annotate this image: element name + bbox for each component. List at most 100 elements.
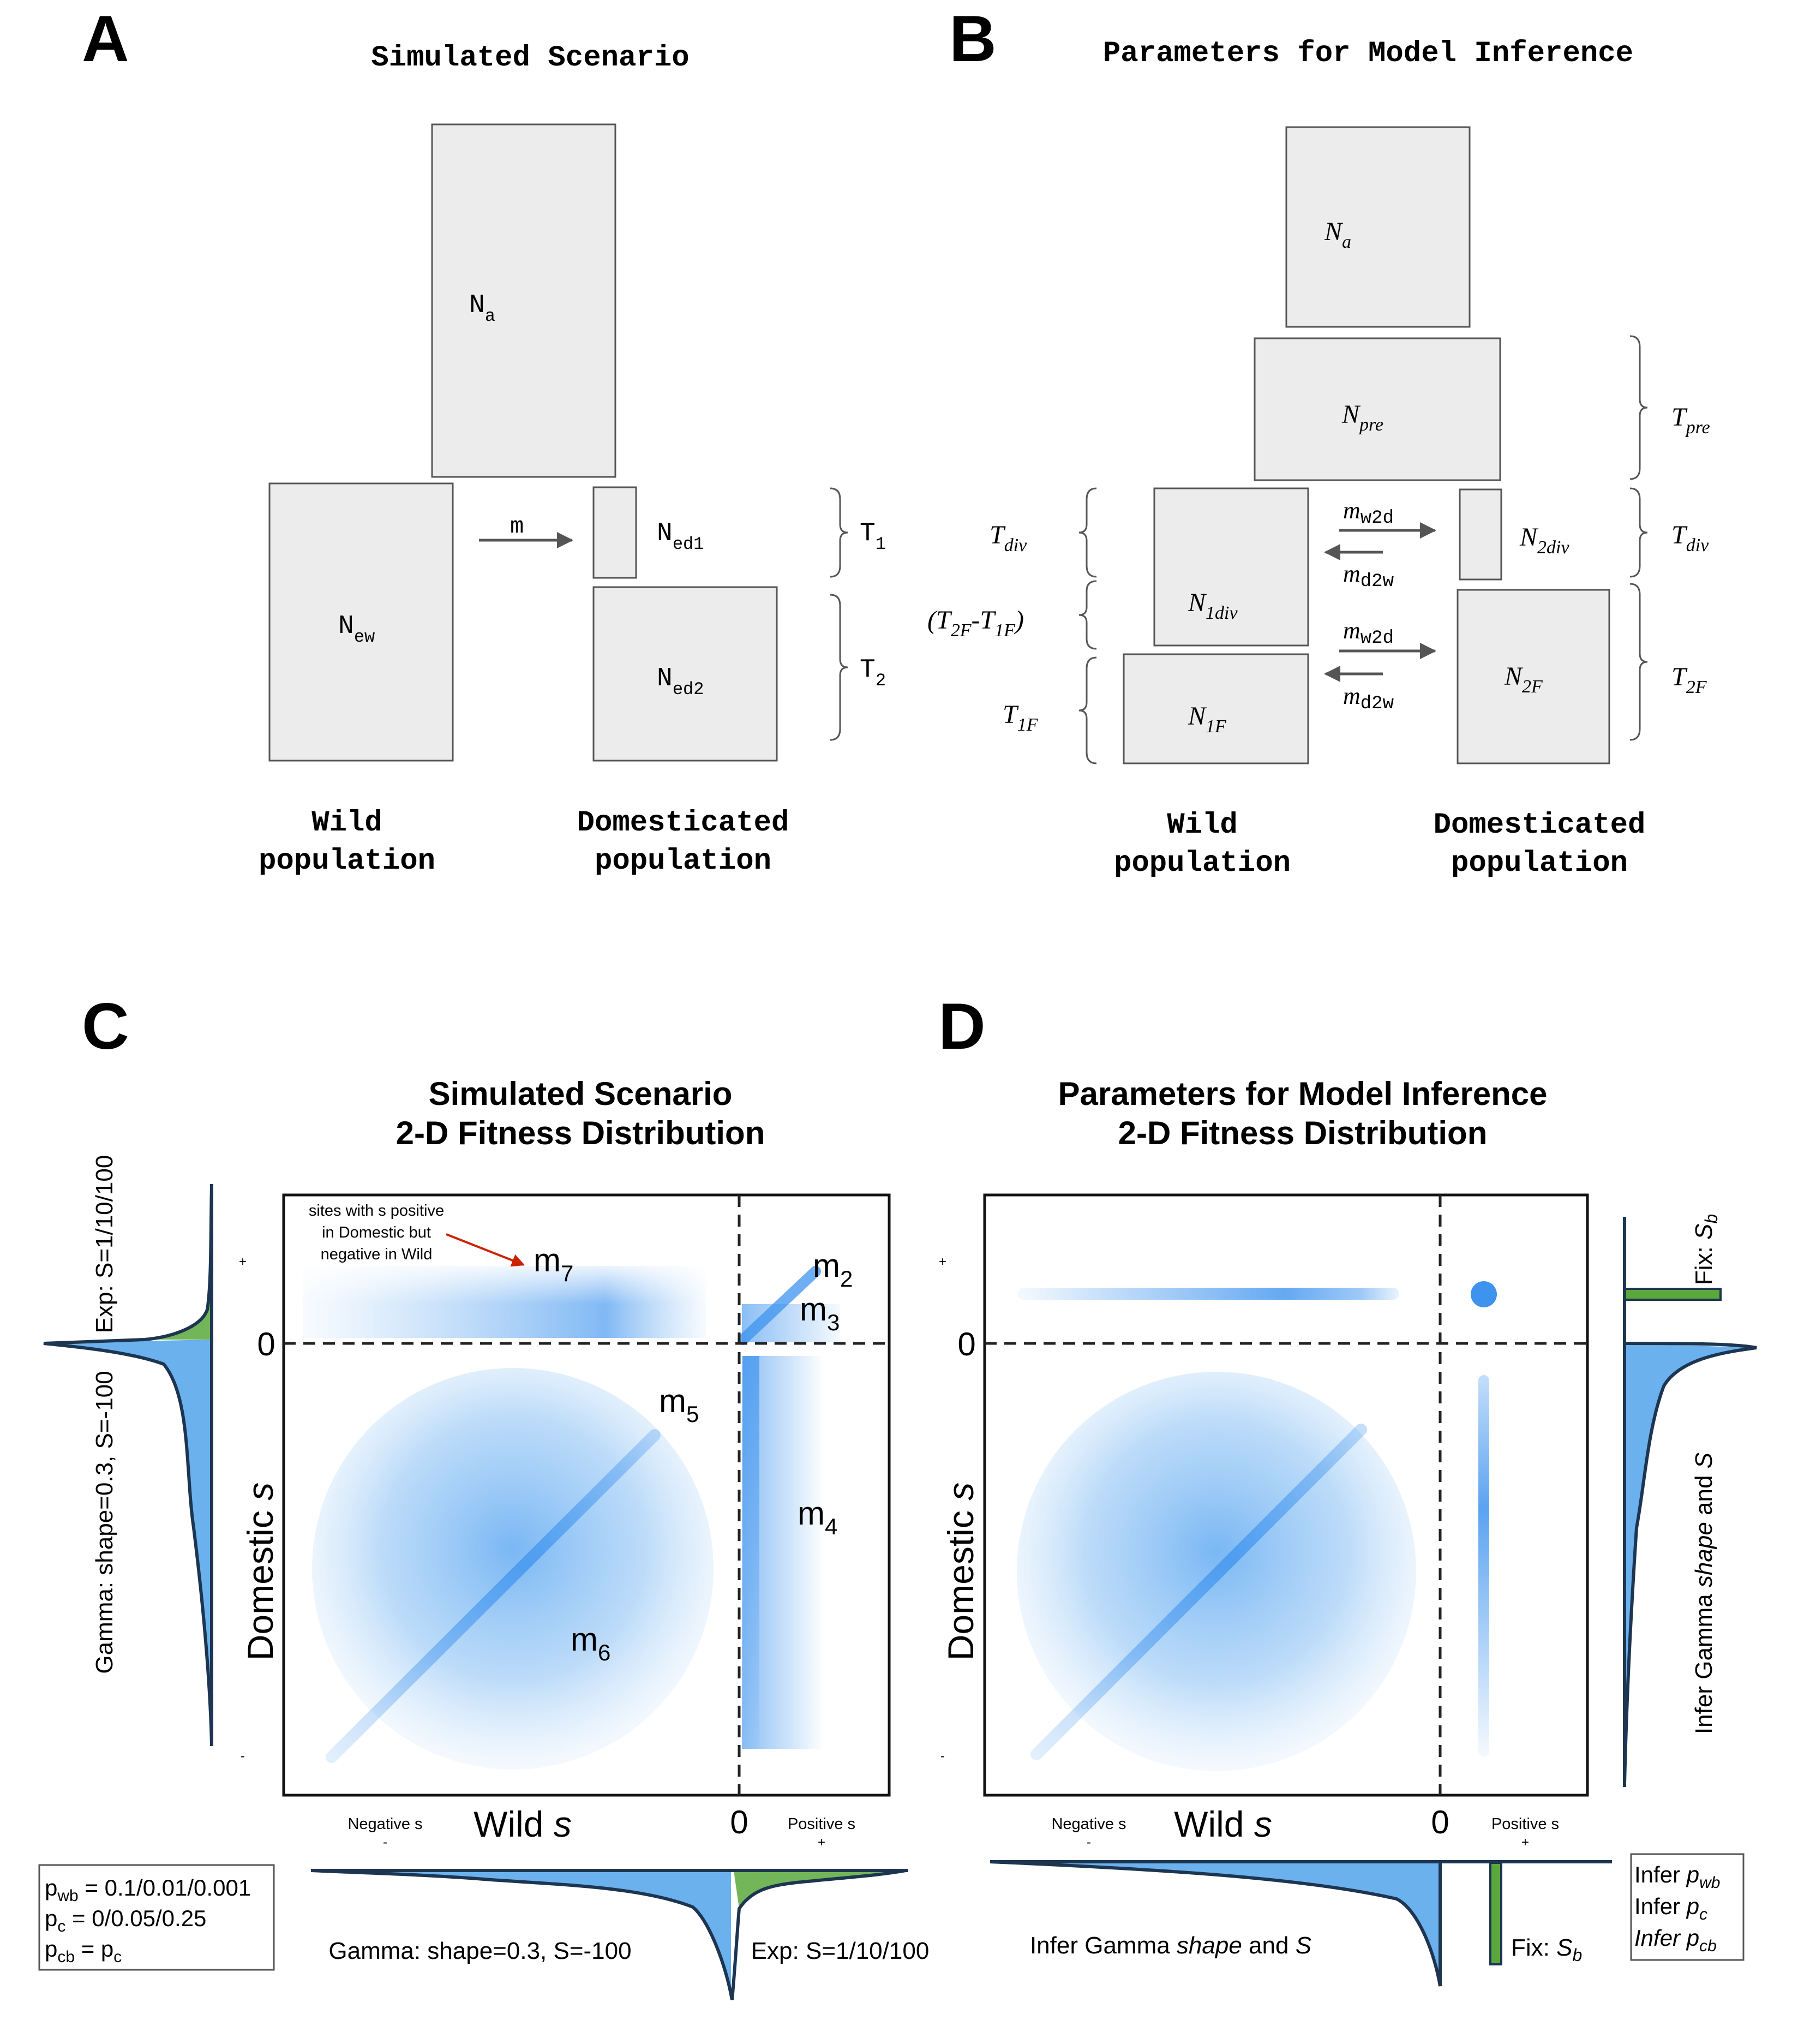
label-ned2: Ned2 (657, 664, 704, 700)
label-tdiff: (T2F-T1F) (927, 606, 1024, 641)
d-bottom-positive-bar (1489, 1862, 1502, 1965)
box-n2div (1459, 488, 1502, 581)
label-npre: Npre (1341, 400, 1383, 435)
label-n1div: N1div (1188, 588, 1238, 623)
label-m4: m4 (798, 1495, 837, 1539)
label-tdiv-left: Tdiv (990, 521, 1027, 555)
c-bottom-marginal: Gamma: shape=0.3, S=-100 Exp: S=1/10/100 (310, 1869, 930, 2000)
label-tpre: Tpre (1671, 403, 1710, 438)
label-m: m (510, 513, 524, 540)
m5-diagonal (326, 1429, 661, 1763)
label-new: New (338, 612, 375, 647)
d-positive-dot (1471, 1281, 1497, 1307)
d-legend-box (1630, 1853, 1745, 1961)
label-m5: m5 (659, 1383, 699, 1427)
c-neg-s: Negative s (347, 1815, 422, 1833)
label-md2w-bot: md2w (1343, 683, 1394, 714)
d-right-negative-fill (1625, 1343, 1757, 1784)
d-bottom-marginal: Infer Gamma shape and S Fix: Sb (990, 1860, 1612, 1987)
d-right-bottom-label: Infer Gamma shape and S (1691, 1453, 1717, 1734)
c-legend-pc: pc = 0/0.05/0.25 (45, 1905, 206, 1935)
c-pos-plus: + (818, 1835, 825, 1850)
c-annotation-arrow (446, 1233, 525, 1267)
d-neg-s: Negative s (1051, 1815, 1126, 1833)
box-ned2 (592, 586, 778, 762)
m7-band-fade (303, 1266, 706, 1304)
c-neg-minus: - (383, 1835, 387, 1850)
d-legend-pwb: Infer pwb (1634, 1862, 1720, 1892)
c-x-zero: 0 (730, 1804, 748, 1840)
d-y-axis-label: Domestic s (940, 1483, 981, 1660)
d-pos-plus: + (1521, 1835, 1529, 1850)
label-t2: T2 (860, 655, 886, 691)
label-n2f: N2F (1504, 662, 1543, 697)
brace-t1f (1078, 656, 1097, 764)
label-m6: m6 (571, 1621, 610, 1665)
c-plot-frame (282, 1193, 891, 1797)
d-x-zero: 0 (1431, 1804, 1449, 1840)
panel-a-title: Simulated Scenario (371, 41, 689, 75)
c-legend-box (38, 1864, 275, 1971)
brace-t2 (830, 594, 848, 741)
c-left-top-label: Exp: S=1/10/100 (91, 1155, 118, 1334)
m3-band (742, 1304, 840, 1342)
panel-c-letter: C (82, 990, 129, 1063)
d-bottom-left-label: Infer Gamma shape and S (1030, 1932, 1311, 1959)
c-y-minus: - (241, 1749, 245, 1764)
brace-t1 (830, 487, 848, 578)
c-y-plus: + (239, 1254, 247, 1269)
label-md2w-top: md2w (1343, 560, 1394, 592)
d-legend-pcb: Infer pcb (1634, 1925, 1717, 1955)
c-legend: pwb = 0.1/0.01/0.001 pc = 0/0.05/0.25 pc… (38, 1864, 275, 1971)
d-right-curve (1623, 1342, 1757, 1785)
panel-b-title: Parameters for Model Inference (1103, 37, 1633, 70)
c-bottom-left-label: Gamma: shape=0.3, S=-100 (328, 1938, 631, 1964)
box-b-na (1285, 126, 1471, 328)
c-bottom-curve (310, 1869, 906, 2000)
d-vertical-bar (1478, 1375, 1489, 1757)
label-t1f: T1F (1003, 700, 1039, 735)
d-horizontal-bar (1017, 1288, 1399, 1300)
brace-t2f (1629, 583, 1648, 741)
d-right-positive-bar (1623, 1288, 1722, 1301)
panel-d-letter: D (938, 990, 986, 1063)
brace-tdiv-left (1078, 487, 1097, 578)
c-left-curve (43, 1186, 213, 1747)
c-legend-pwb: pwb = 0.1/0.01/0.001 (45, 1875, 251, 1905)
brace-tdiv-right (1629, 487, 1648, 578)
label-b-na: Na (1324, 217, 1351, 252)
label-mw2d-top: mw2d (1343, 497, 1394, 529)
c-y-axis-label: Domestic s (240, 1483, 280, 1660)
box-npre (1254, 337, 1501, 481)
panel-b-letter: B (949, 2, 997, 75)
brace-tpre (1629, 335, 1648, 480)
d-pos-s: Positive s (1491, 1815, 1559, 1833)
label-t2f: T2F (1671, 662, 1707, 697)
c-bottom-right-label: Exp: S=1/10/100 (751, 1938, 930, 1964)
d-y-minus: - (940, 1749, 945, 1764)
box-n2f (1457, 589, 1610, 764)
c-bottom-positive-fill (734, 1870, 906, 1909)
d-legend: Infer pwb Infer pc Infer pcb (1630, 1853, 1745, 1961)
d-diagonal (1030, 1424, 1367, 1760)
d-y-plus: + (939, 1254, 946, 1269)
box-ned1 (592, 486, 637, 579)
m4-band-core (743, 1356, 759, 1749)
d-bottom-right-label: Fix: Sb (1511, 1934, 1582, 1965)
d-neg-minus: - (1087, 1835, 1091, 1850)
c-legend-pcb: pcb = pc (45, 1936, 122, 1966)
c-pos-s: Positive s (788, 1815, 855, 1833)
label-m2: m2 (813, 1247, 853, 1292)
label-ned1: Ned1 (657, 519, 704, 554)
c-bottom-negative-fill (311, 1870, 731, 1997)
c-plot-area (303, 1266, 840, 1770)
box-n1div (1153, 487, 1309, 647)
